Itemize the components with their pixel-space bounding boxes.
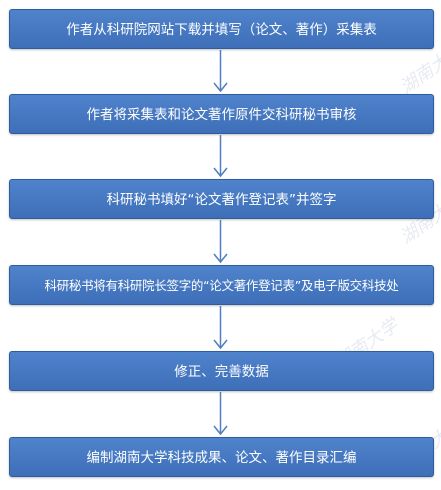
flow-arrow-5 — [212, 392, 229, 436]
flow-arrow-2 — [212, 135, 229, 178]
flow-step-1: 作者从科研院网站下载并填写（论文、著作）采集表 — [9, 9, 434, 49]
flow-step-3: 科研秘书填好“论文著作登记表”并签字 — [9, 179, 434, 219]
flow-step-4: 科研秘书将有科研院长签字的“论文著作登记表”及电子版交科技处 — [9, 265, 434, 305]
flow-step-2: 作者将采集表和论文著作原件交科研秘书审核 — [9, 94, 434, 134]
flow-step-5: 修正、完善数据 — [9, 351, 434, 391]
flow-step-6: 编制湖南大学科技成果、论文、著作目录汇编 — [9, 437, 434, 477]
flow-arrow-4 — [212, 306, 229, 350]
flow-arrow-3 — [212, 220, 229, 264]
flow-arrow-1 — [212, 50, 229, 93]
